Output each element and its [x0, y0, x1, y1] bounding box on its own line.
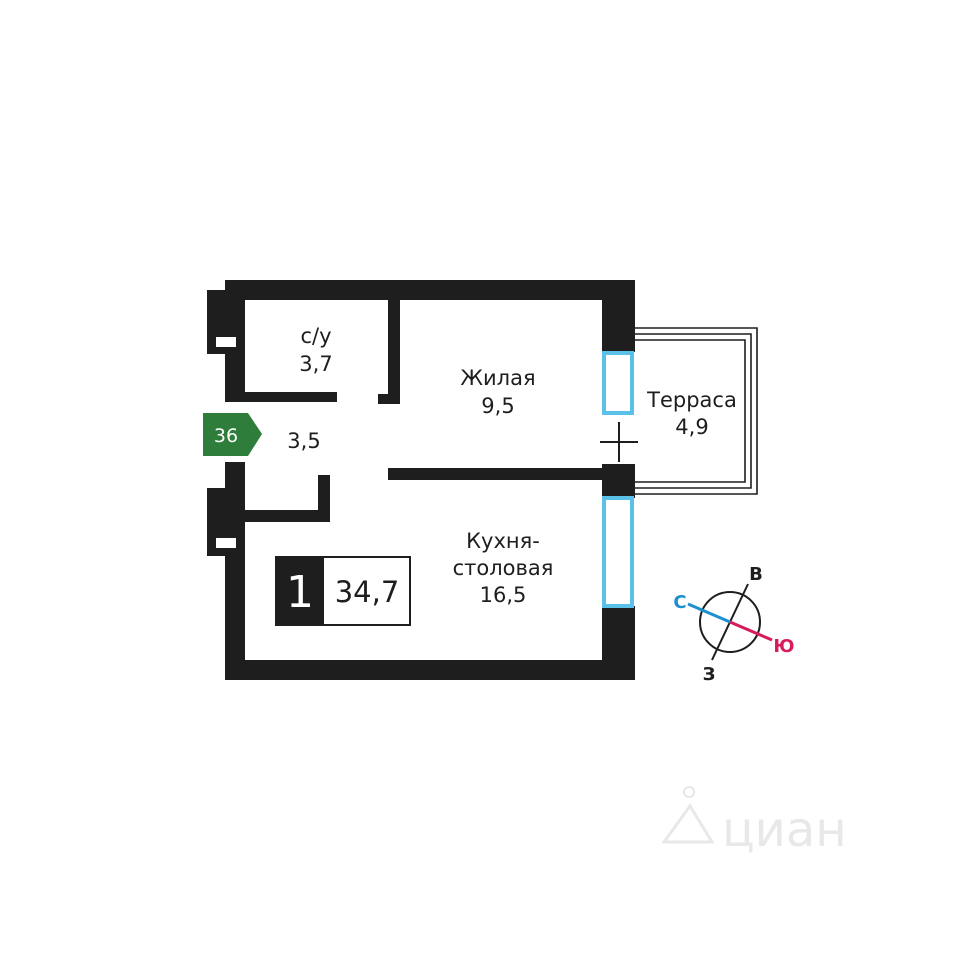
- compass-north-needle: [687, 602, 731, 624]
- rooms-count-block: [276, 557, 324, 625]
- pier-notch-upper: [216, 337, 236, 347]
- terrace-door-marker: [600, 422, 638, 462]
- wall-bathroom-right: [388, 290, 400, 402]
- walls: [207, 280, 635, 680]
- living-room-area: 9,5: [481, 394, 514, 418]
- kitchen-name-line2: столовая: [453, 556, 554, 580]
- window-living: [602, 351, 634, 415]
- kitchen-name-line1: Кухня-: [466, 529, 540, 553]
- watermark-logo-icon: [683, 786, 695, 798]
- total-area: 34,7: [335, 575, 400, 609]
- wall-right-middle: [602, 464, 635, 498]
- compass-east-label: В: [749, 564, 763, 585]
- compass-west-label: З: [703, 664, 716, 685]
- rooms-count: 1: [286, 567, 314, 618]
- apartment-summary-box: 1 34,7: [275, 556, 411, 626]
- terrace-area: 4,9: [675, 415, 708, 439]
- apartment-number: 36: [214, 425, 238, 447]
- wall-right-bottom: [602, 606, 635, 680]
- compass-south-label: Ю: [773, 636, 794, 657]
- wall-living-kitchen: [388, 468, 602, 480]
- bathroom-area: 3,7: [299, 352, 332, 376]
- compass-circle: [699, 591, 761, 653]
- terrace-outline: [635, 327, 758, 495]
- kitchen-area: 16,5: [480, 583, 527, 607]
- wall-right-top: [602, 280, 635, 352]
- wall-bathroom-bottom: [225, 392, 337, 402]
- hall-area: 3,5: [287, 429, 320, 453]
- compass-south-needle: [729, 620, 773, 642]
- wall-bottom: [225, 660, 635, 680]
- wall-top: [225, 280, 635, 300]
- living-room-name: Жилая: [460, 366, 535, 390]
- wall-hall-horizontal: [225, 510, 330, 522]
- bathroom-name: с/у: [300, 324, 331, 348]
- compass: С В Ю З: [673, 564, 794, 685]
- watermark: циан: [661, 786, 847, 858]
- windows: [602, 351, 634, 608]
- window-kitchen: [602, 496, 634, 608]
- pier-notch-lower: [216, 538, 236, 548]
- wall-bathroom-stub: [378, 394, 400, 404]
- apartment-number-badge: 36: [203, 413, 262, 456]
- watermark-house-icon: [661, 803, 715, 844]
- terrace-name: Терраса: [646, 388, 737, 412]
- compass-north-label: С: [673, 592, 686, 613]
- watermark-text: циан: [722, 802, 847, 858]
